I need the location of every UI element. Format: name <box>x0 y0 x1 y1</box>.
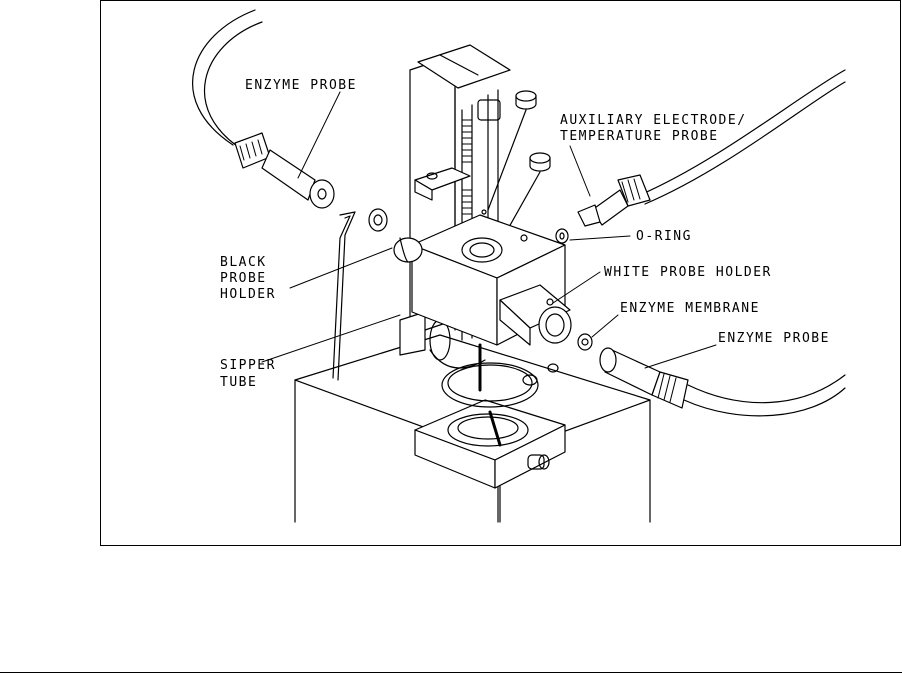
leader-lines <box>261 91 717 369</box>
label-white-probe-holder: WHITE PROBE HOLDER <box>604 265 772 280</box>
clamp-bracket <box>414 167 471 201</box>
sipper-tube <box>332 211 356 381</box>
top-knobs <box>487 90 551 253</box>
page-bottom-rule <box>0 672 902 673</box>
label-enzyme-membrane: ENZYME MEMBRANE <box>620 301 760 316</box>
label-black-holder-line1: BLACK <box>220 255 267 270</box>
label-o-ring: O-RING <box>636 229 692 244</box>
label-sipper-line2: TUBE <box>220 375 257 390</box>
left-enzyme-probe <box>192 9 388 232</box>
sample-base-block <box>414 362 566 489</box>
label-enzyme-probe-right: ENZYME PROBE <box>718 331 830 346</box>
label-sipper-line1: SIPPER <box>220 358 276 373</box>
figure-frame <box>100 0 901 546</box>
right-enzyme-probe <box>577 333 846 417</box>
label-enzyme-probe-left: ENZYME PROBE <box>245 78 357 93</box>
label-black-holder-line2: PROBE <box>220 271 267 286</box>
label-auxiliary-line1: AUXILIARY ELECTRODE/ <box>560 113 747 128</box>
callout-labels: ENZYME PROBE AUXILIARY ELECTRODE/ TEMPER… <box>220 78 830 390</box>
auxiliary-electrode <box>555 69 846 244</box>
label-auxiliary-line2: TEMPERATURE PROBE <box>560 129 719 144</box>
white-probe-holder <box>499 284 572 346</box>
label-black-holder-line3: HOLDER <box>220 287 276 302</box>
